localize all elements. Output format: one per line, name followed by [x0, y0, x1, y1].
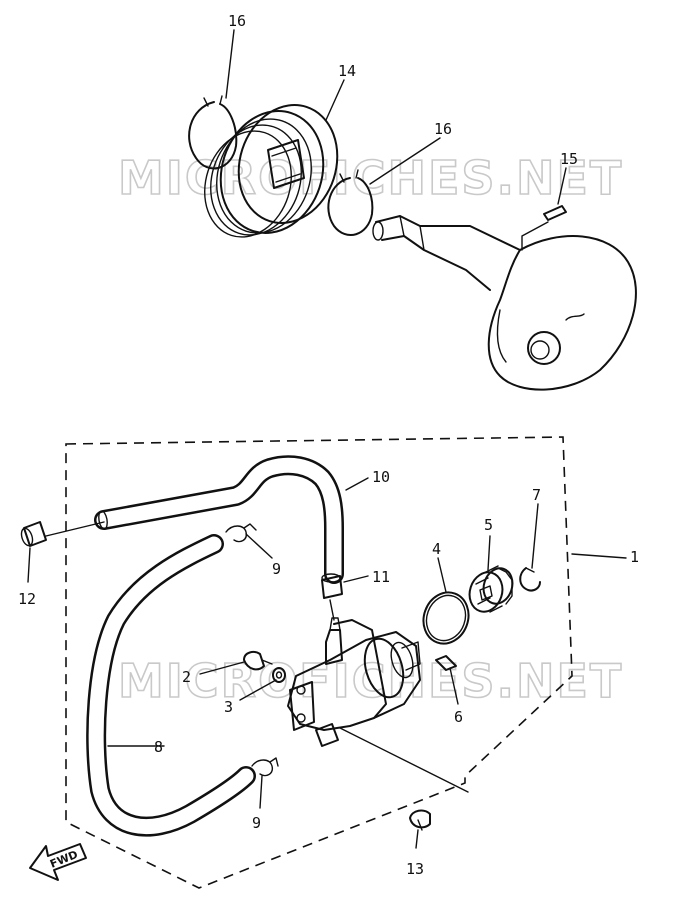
part-4-o-ring: [422, 591, 470, 645]
callout-16b: 16: [434, 120, 452, 138]
part-10-hose: [94, 455, 344, 584]
callout-6: 6: [454, 708, 463, 726]
callout-12: 12: [18, 590, 36, 608]
part-5-pump-gear: [468, 565, 514, 613]
leader-lines: [27, 29, 627, 849]
part-12-cap: [20, 521, 47, 547]
callout-8: 8: [154, 738, 163, 756]
oil-pump-body: [287, 599, 421, 747]
fwd-arrow: FWD: [29, 843, 87, 881]
part-3-washer: [272, 667, 286, 683]
part-14-drive-pulley: [204, 104, 339, 238]
callout-13: 13: [406, 860, 424, 878]
callout-15: 15: [560, 150, 578, 168]
callout-1: 1: [630, 548, 639, 566]
part-8-hose: [86, 534, 256, 837]
part-16-circlip-left: [188, 95, 238, 170]
callout-3: 3: [224, 698, 233, 716]
part-6-pin: [435, 655, 457, 671]
part-9-clip-bottom: [251, 757, 279, 777]
callout-16a: 16: [228, 12, 246, 30]
assembly-boundary: [65, 436, 573, 889]
callout-2: 2: [182, 668, 191, 686]
crankshaft: [372, 215, 521, 291]
watermark-top: MICROFICHES.NET: [118, 151, 623, 205]
part-15-dowel-pin: [521, 205, 567, 251]
crank-web: [487, 235, 637, 391]
part-13-screw: [409, 809, 431, 831]
part-11-joint: [321, 573, 343, 599]
part-2-screw: [243, 651, 273, 671]
callout-14: 14: [338, 62, 356, 80]
callout-5: 5: [484, 516, 493, 534]
part-9-clip-top: [225, 523, 257, 543]
part-7-circlip: [519, 567, 541, 592]
callout-9-top: 9: [272, 560, 281, 578]
callout-labels: 16 14 16 15 1 10 11 4 5 7 6 2 3 8 9 9 12…: [18, 12, 639, 878]
callout-9-bottom: 9: [252, 814, 261, 832]
callout-4: 4: [432, 540, 441, 558]
callout-7: 7: [532, 486, 541, 504]
part-16-circlip-right: [327, 169, 374, 236]
callout-10: 10: [372, 468, 390, 486]
callout-11: 11: [372, 568, 390, 586]
